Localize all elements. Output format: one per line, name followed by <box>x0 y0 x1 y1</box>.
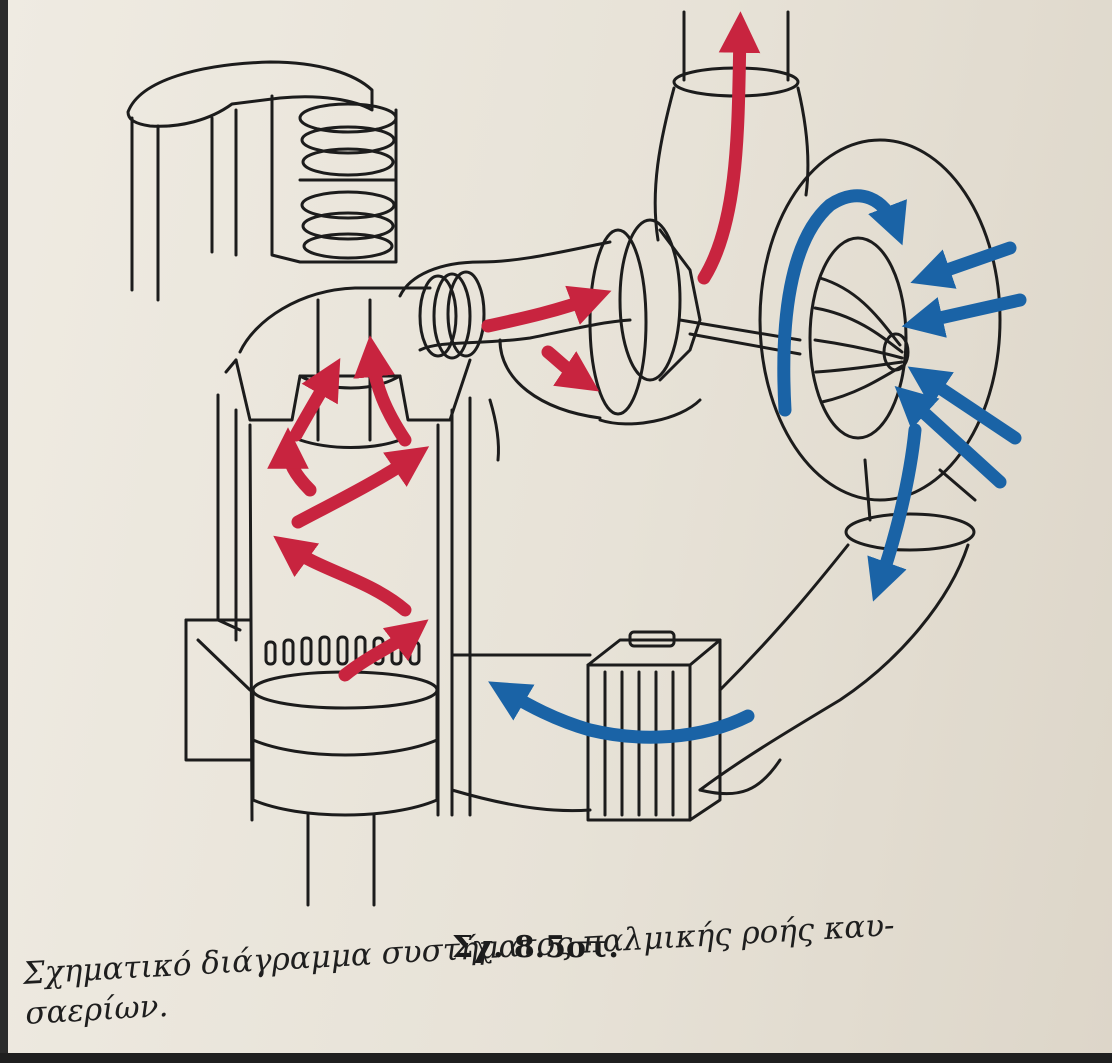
exhaust-flow-arrow <box>290 548 405 610</box>
exhaust-flow-arrow <box>372 356 405 440</box>
intake-air-arrow <box>922 300 1020 322</box>
exhaust-flow-arrow <box>296 376 330 435</box>
piston <box>253 672 437 905</box>
exhaust-flow-arrow <box>488 298 592 326</box>
charge-air-duct <box>452 545 968 811</box>
intake-air-arrow <box>880 430 915 582</box>
valve-spring <box>272 96 396 262</box>
exhaust-flow-arrow <box>548 352 582 380</box>
intake-air-arrow <box>784 196 895 410</box>
engine-line-art <box>128 12 1000 905</box>
intake-air-arrow <box>930 248 1010 276</box>
intake-air-arrow <box>506 692 748 737</box>
exhaust-flow-arrow <box>288 448 310 490</box>
